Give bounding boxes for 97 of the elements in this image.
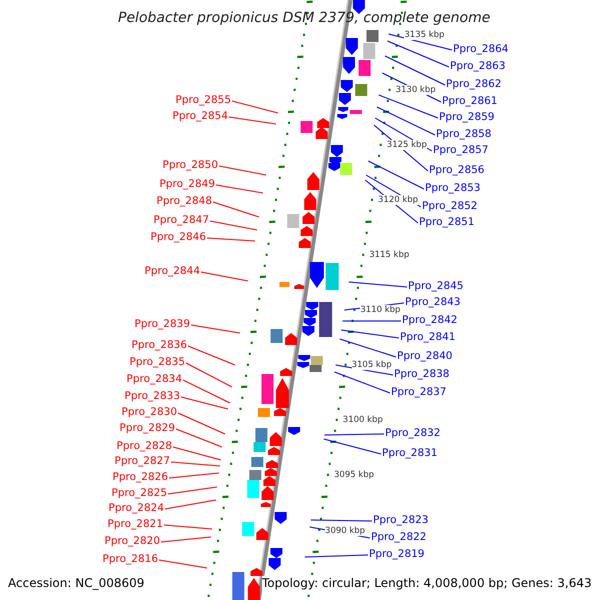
leader-line [212,202,260,218]
leader-line [339,338,396,358]
leader-line [378,94,438,118]
gene-label: Ppro_2862 [446,78,502,90]
leader-line [210,220,258,230]
position-tick-label: 3110 kbp [360,305,400,315]
gene-label: Ppro_2835 [130,356,185,368]
leader-line [158,560,208,568]
gene-label: Ppro_2825 [112,487,167,499]
leader-line [228,116,276,124]
gene-label: Ppro_2830 [122,406,177,418]
leader-line [188,346,236,366]
gene-label: Ppro_2846 [150,231,206,243]
leader-line [342,320,402,322]
gene-label: Ppro_2820 [104,535,160,547]
gene-label: Ppro_2851 [419,216,474,228]
position-tick-label: 3095 kbp [334,470,374,480]
gene-label: Ppro_2858 [436,128,492,140]
leader-line [164,524,212,530]
leader-line [376,106,436,136]
gene-label: Ppro_2838 [394,368,450,380]
gene-label: Ppro_2855 [176,94,231,106]
leader-line [348,282,408,288]
gene-label: Ppro_2852 [422,200,478,212]
gene-label: Ppro_2829 [120,422,175,434]
position-tick-label: 3130 kbp [396,85,436,95]
leader-line [386,40,450,68]
leader-line [304,554,368,558]
leader-line [160,536,212,542]
gene-label: Ppro_2833 [124,390,180,402]
gene-label: Ppro_2848 [156,195,212,207]
gene-label: Ppro_2847 [154,214,209,226]
gene-label: Ppro_2834 [126,373,182,385]
position-tick-label: 3115 kbp [369,250,410,260]
leader-line [324,434,384,436]
gene-label: Ppro_2826 [112,471,168,483]
gene-label: Ppro_2821 [108,518,163,530]
leader-line [216,184,264,194]
position-tick-label: 3105 kbp [352,360,392,370]
gene-label: Ppro_2853 [425,182,480,194]
genome-info-text: Accession: NC_008609 [8,576,144,590]
gene-label: Ppro_2836 [132,339,187,351]
position-tick-label: 3100 kbp [342,415,383,425]
gene-label: Ppro_2857 [433,144,488,156]
leader-line [164,500,216,510]
gene-label: Ppro_2859 [439,111,494,123]
gene-label: Ppro_2842 [402,314,458,326]
leader-line [176,428,222,448]
map-title: Pelobacter propionicus DSM 2379, complete genome [118,10,490,26]
leader-line [172,446,222,460]
gene-label: Ppro_2850 [162,159,218,171]
leader-line [178,412,226,434]
gene-label: Ppro_2837 [391,386,446,398]
leader-line [170,462,220,466]
leader-line [388,34,452,50]
gene-label: Ppro_2819 [369,548,424,560]
position-tick-label: 3120 kbp [378,195,418,205]
leader-line [334,372,390,394]
gene-label: Ppro_2828 [116,440,172,452]
leader-line [323,438,382,454]
position-tick-label: 3125 kbp [386,140,427,150]
gene-label: Ppro_2854 [172,110,228,122]
position-tick-label: 3090 kbp [325,526,366,536]
leader-line [206,238,256,242]
gene-label: Ppro_2816 [102,553,158,565]
gene-label: Ppro_2827 [114,455,170,467]
gene-label: Ppro_2843 [405,296,460,308]
leader-line [384,56,446,86]
gene-label: Ppro_2841 [400,331,456,343]
leader-line [182,380,230,404]
gene-label: Ppro_2832 [385,427,440,439]
leader-line [186,362,232,388]
genome-info-text: Topology: circular; Length: 4,008,000 bp; Genes: 3,643 [262,576,592,590]
gene-label: Ppro_2856 [429,164,484,176]
leader-line [180,396,228,410]
gene-label: Ppro_2831 [382,447,438,459]
gene-label: Ppro_2823 [373,514,428,526]
gene-label: Ppro_2845 [408,280,464,292]
gene-label: Ppro_2861 [442,95,498,107]
leader-line [168,486,218,494]
gene-label: Ppro_2863 [450,60,506,72]
leader-line [340,330,400,338]
leader-line [310,520,372,522]
gene-label: Ppro_2839 [134,318,190,330]
leader-line [218,166,266,176]
gene-label: Ppro_2844 [144,265,200,277]
gene-label: Ppro_2840 [397,350,452,362]
leader-line [168,472,220,478]
gene-label: Ppro_2822 [371,531,426,543]
gene-label: Ppro_2849 [160,178,215,190]
gene-label: Ppro_2864 [453,43,508,55]
position-tick-label: 3135 kbp [404,30,444,40]
leader-line [190,324,240,334]
leader-line [200,272,248,282]
gene-label: Ppro_2824 [108,502,164,514]
leader-line [232,100,278,114]
leader-line [368,160,424,190]
